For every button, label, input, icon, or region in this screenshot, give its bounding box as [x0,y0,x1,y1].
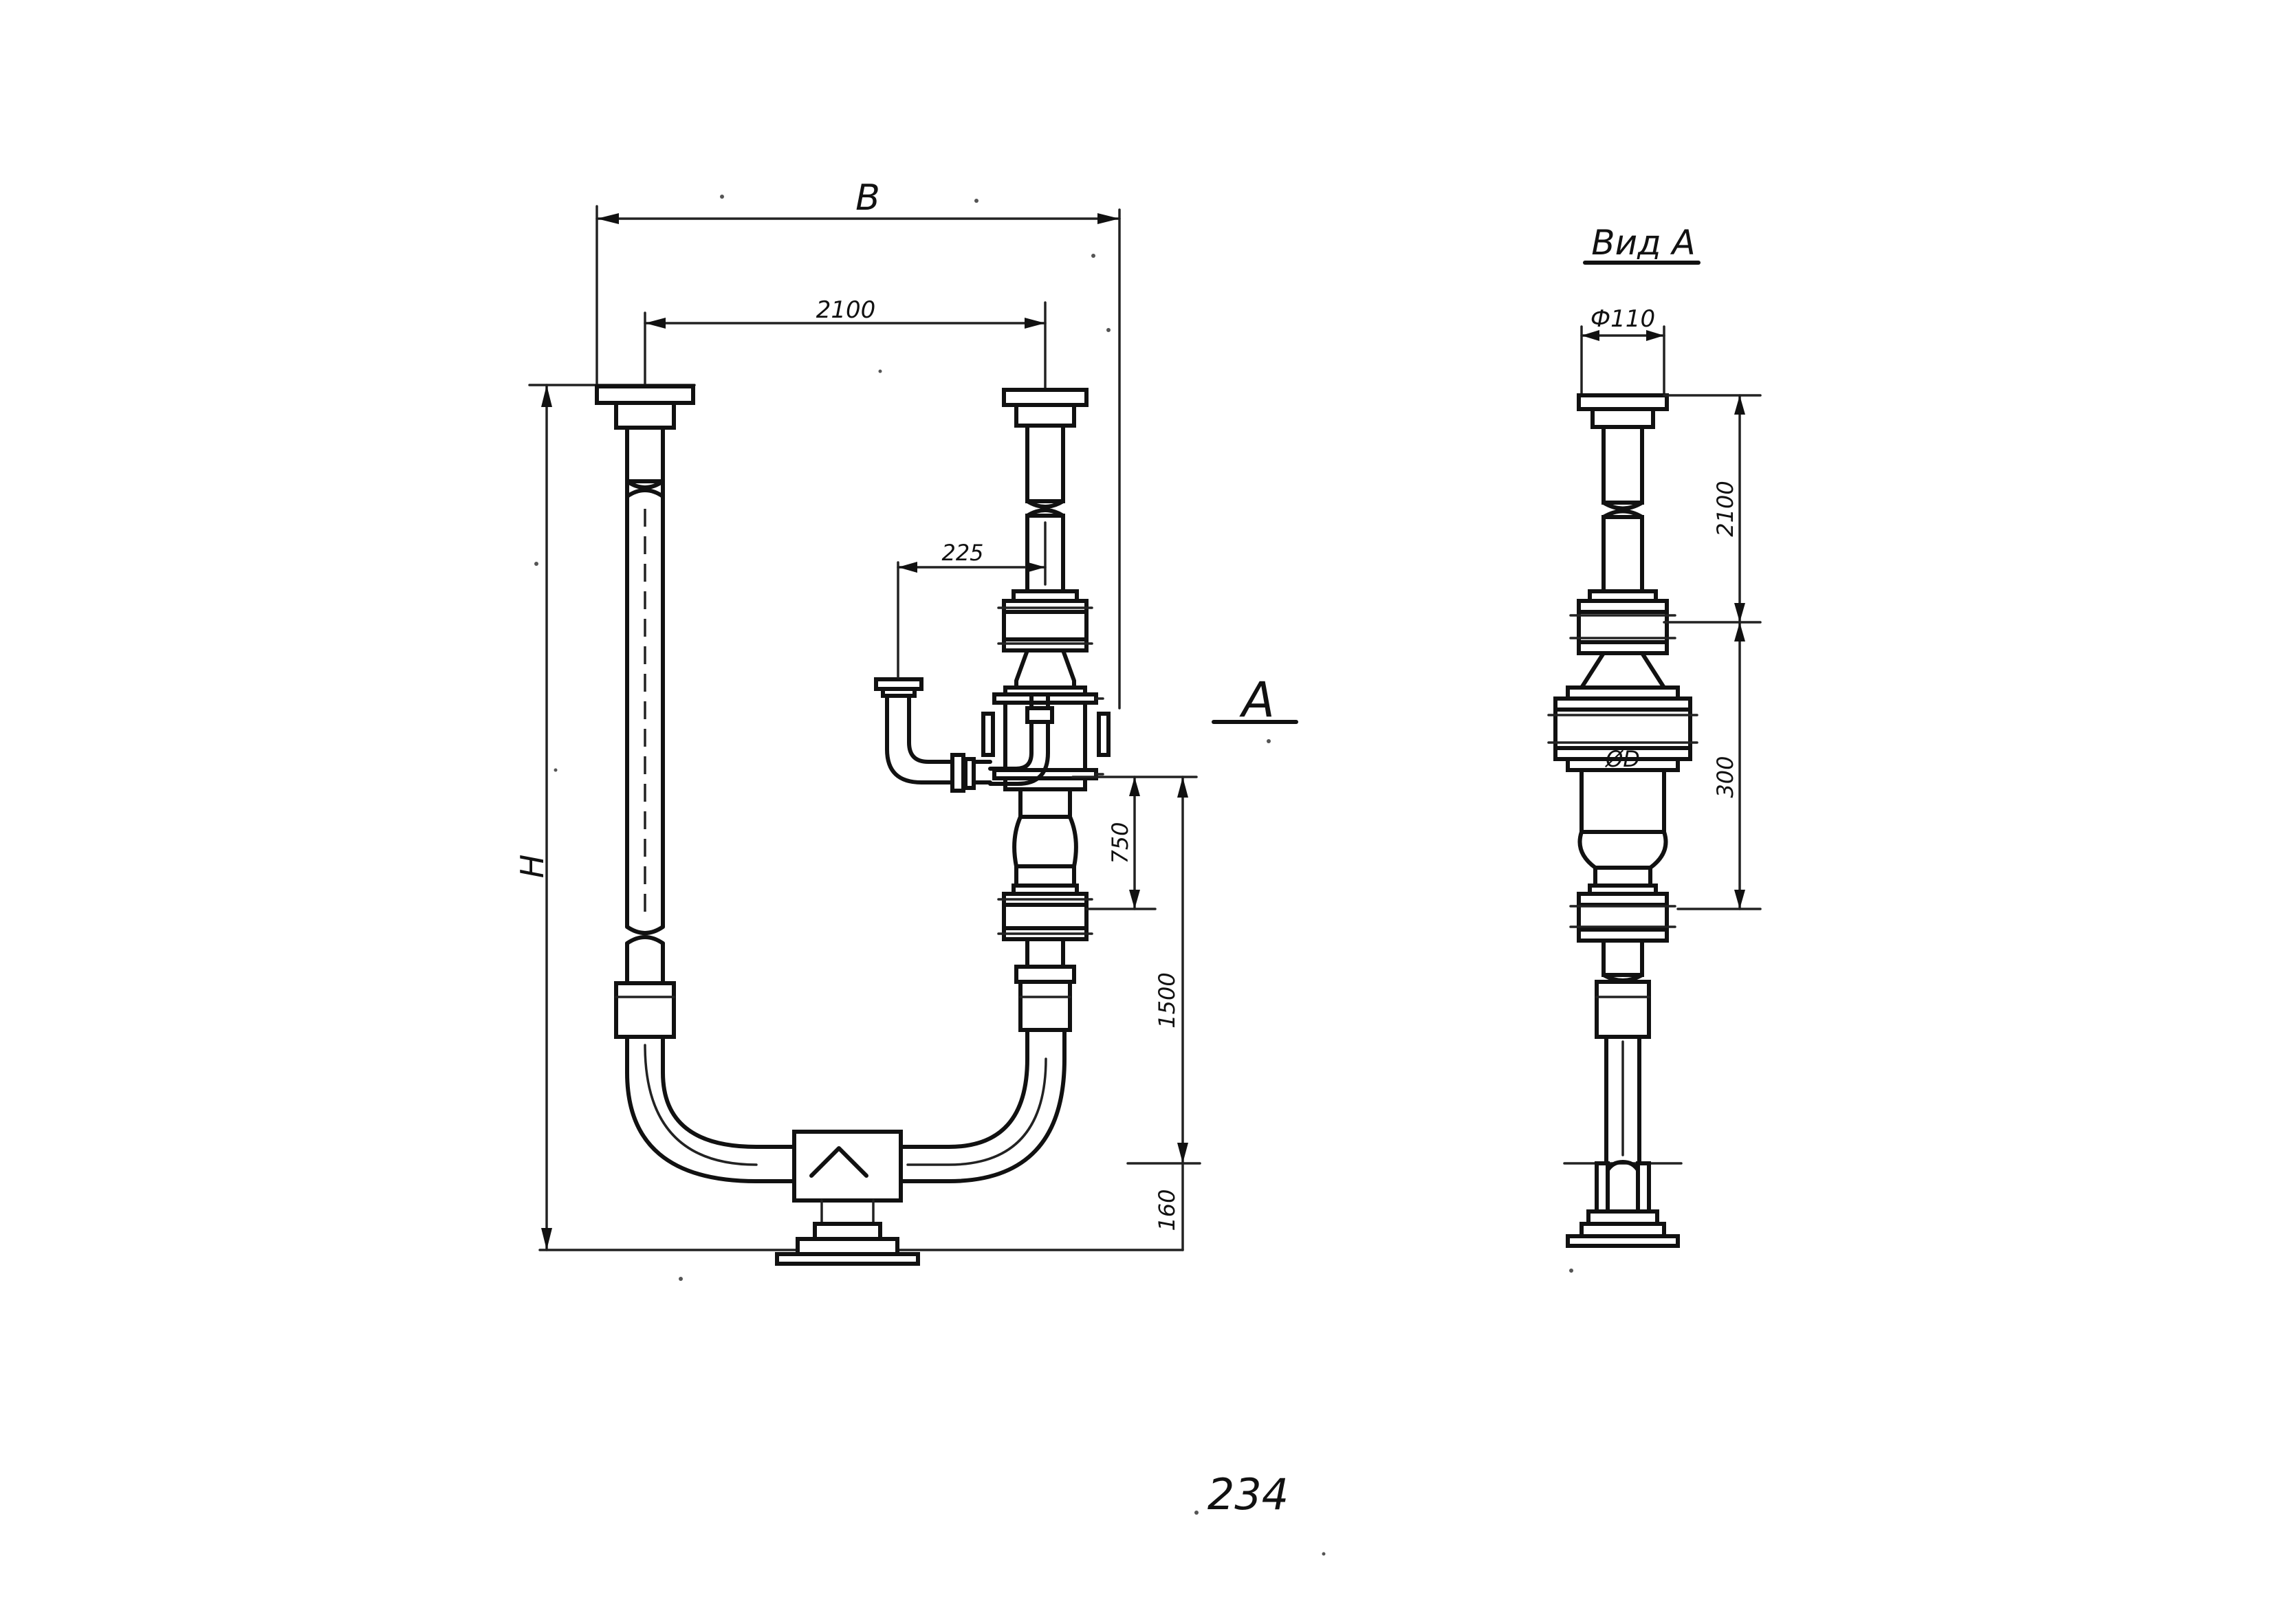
u-bend [625,1028,1067,1266]
dim-label-od: ØD [1604,746,1640,772]
scan-noise [534,195,1573,1556]
view-marker-a: A [1212,672,1298,728]
main-view: B 2100 H [514,177,1298,1266]
dim-label-750: 750 [1107,822,1133,864]
side-view-title: Вид А [1591,223,1695,263]
left-pipe [595,384,695,1039]
side-view: Вид А Ф110 ØD [1547,223,1762,1248]
dimension-H: H [514,384,1184,1251]
dimension-side-vertical: 2100 300 [1663,394,1762,910]
dimension-1500: 1500 160 [1126,776,1201,1251]
dim-label-1500: 1500 [1154,972,1180,1028]
dimension-225: 225 [897,540,1047,679]
dimension-B: B [595,177,1121,710]
view-marker-letter: A [1239,672,1275,728]
dim-label-160: 160 [1154,1189,1180,1231]
dim-label-2100: 2100 [816,296,876,324]
page-number: 234 [1207,1469,1289,1519]
dimension-diameter-110: Ф110 [1580,305,1665,397]
dim-label-side-300: 300 [1712,756,1738,798]
side-branch [874,677,992,793]
dim-label-side-2100: 2100 [1712,481,1738,536]
dim-label-b: B [855,177,880,219]
right-column [981,388,1111,1032]
dim-label-225: 225 [941,540,983,566]
dim-label-h: H [514,855,551,879]
dim-label-f110: Ф110 [1590,305,1655,333]
dimension-pipe-spacing: 2100 [644,296,1047,400]
dimension-750: 750 [1071,776,1198,910]
